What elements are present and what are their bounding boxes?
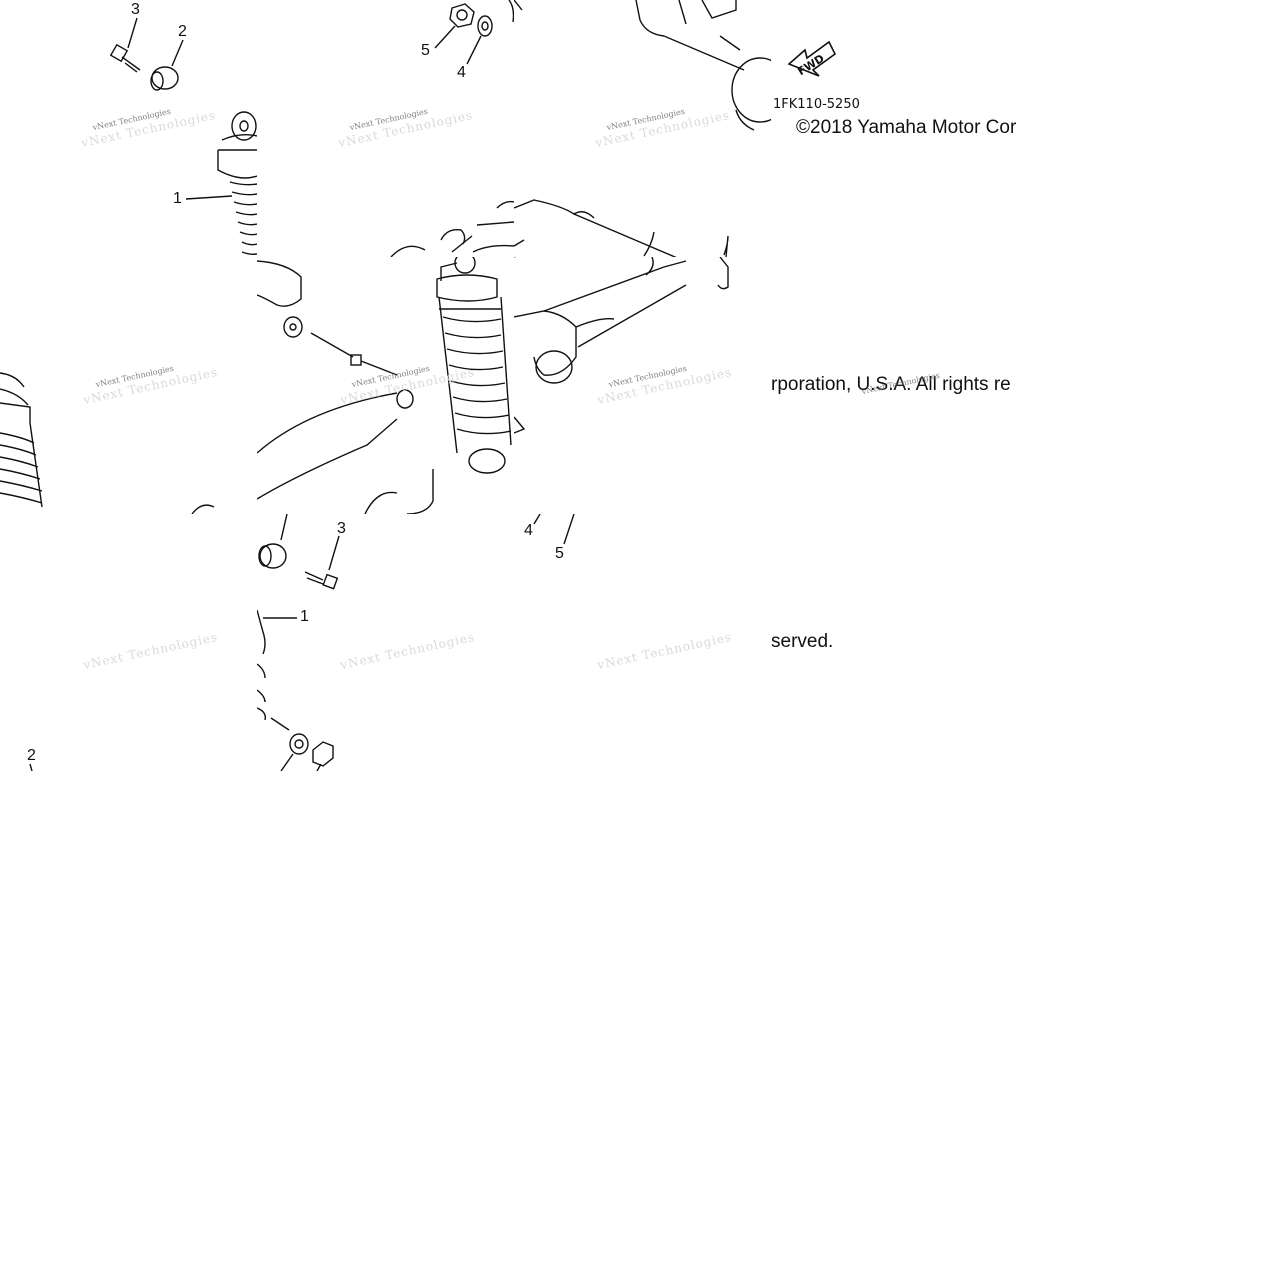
diagram-tile-r1c2: 5 4 vNext Technologies vNext Technologie… bbox=[257, 0, 514, 257]
diagram-tile-r1c3: vNext Technologies vNext Technologies bbox=[514, 0, 771, 257]
diagram-tile-r3c3: 4 5 vNext Technologies bbox=[514, 514, 771, 771]
callout-5: 5 bbox=[555, 545, 564, 562]
diagram-tile-r2c4: rporation, U.S.A. All rights re vNext Te… bbox=[771, 257, 1028, 514]
diagram-tile-r2c1: vNext Technologies vNext Technologies bbox=[0, 257, 257, 514]
copyright-line-3: served. bbox=[771, 631, 834, 652]
leader-lines-drawing bbox=[533, 514, 575, 545]
callout-1: 1 bbox=[173, 190, 182, 207]
diagram-tile-r1c4: FWD 1FK110-5250 ©2018 Yamaha Motor Cor bbox=[771, 0, 1028, 257]
swingarm-and-fwd-arrow-drawing bbox=[514, 0, 771, 257]
callout-3: 3 bbox=[131, 1, 140, 18]
diagram-tile-r3c1: 2 vNext Technologies bbox=[0, 514, 257, 771]
callout-4: 4 bbox=[457, 64, 466, 81]
part-number: 1FK110-5250 bbox=[773, 97, 860, 112]
callout-5: 5 bbox=[421, 42, 430, 59]
swingarm-pivot-drawing bbox=[514, 257, 729, 434]
diagram-tile-r2c3: vNext Technologies vNext Technologies bbox=[514, 257, 771, 514]
shock-absorber-main-drawing bbox=[257, 257, 512, 514]
diagram-tile-r1c1: 3 2 1 vNext Technologies vNext Technolog… bbox=[0, 0, 257, 257]
diagram-tile-r2c2: vNext Technologies vNext Technologies bbox=[257, 257, 514, 514]
callout-2: 2 bbox=[27, 747, 36, 764]
diagram-tile-r3c4: served. bbox=[771, 514, 1028, 771]
bolt-and-collar-drawing bbox=[109, 17, 257, 255]
callout-1: 1 bbox=[300, 608, 309, 625]
copyright-line-2: rporation, U.S.A. All rights re bbox=[771, 374, 1011, 395]
copyright-line-1: ©2018 Yamaha Motor Cor bbox=[796, 117, 1017, 138]
shock-spring-partial-drawing bbox=[0, 372, 215, 514]
diagram-tile-r3c2: 3 1 vNext Technologies bbox=[257, 514, 514, 771]
nut-washer-frame-drawing bbox=[390, 0, 514, 257]
callout-3: 3 bbox=[337, 520, 346, 537]
fwd-arrow-graphic: FWD bbox=[787, 40, 837, 78]
callout-4: 4 bbox=[524, 522, 533, 539]
lower-left-fragment-drawing bbox=[29, 763, 33, 771]
collar-bolt-lower-drawing bbox=[257, 514, 340, 771]
callout-2: 2 bbox=[178, 23, 187, 40]
